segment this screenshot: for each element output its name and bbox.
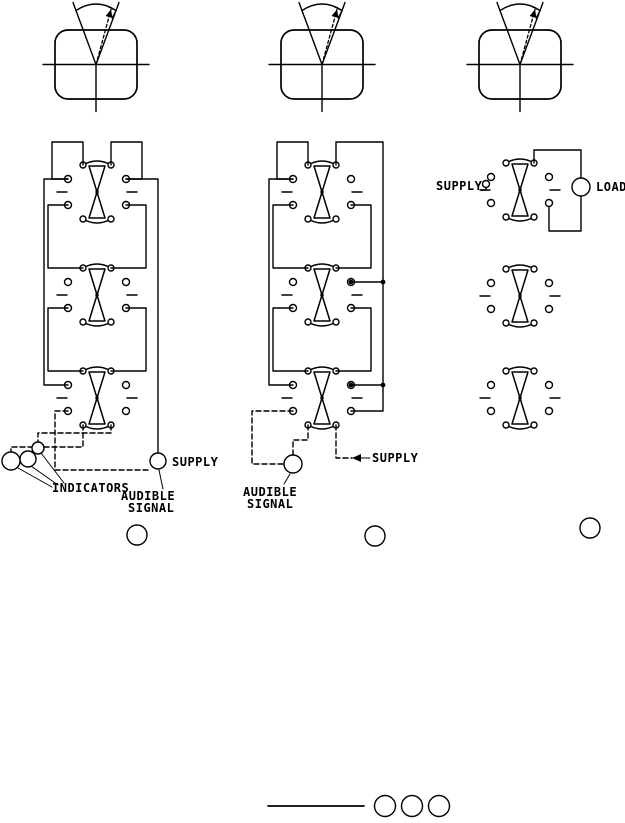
wire — [533, 149, 582, 179]
audible-signal-label-line2: SIGNAL — [247, 497, 293, 511]
indicator-lamp — [31, 441, 45, 455]
wire — [480, 186, 487, 191]
dashed-wire — [251, 410, 294, 465]
column-3: SUPPLY LOAD — [436, 1, 625, 539]
wire — [110, 204, 147, 269]
dashed-wire — [10, 424, 84, 453]
indicators-label: INDICATORS — [52, 481, 129, 495]
wire — [51, 141, 84, 180]
dashed-wire — [54, 410, 151, 471]
load-lamp — [571, 177, 591, 197]
wire — [110, 307, 147, 372]
rotary-switch-deck — [281, 263, 363, 327]
junction-dot — [380, 279, 386, 285]
column-2: SUPPLY AUDIBLE SIGNAL — [243, 1, 419, 547]
audible-signal-label-line2: SIGNAL — [128, 501, 174, 515]
wire — [47, 307, 84, 372]
supply-label: SUPPLY — [436, 179, 483, 193]
rotary-switch-deck — [479, 264, 561, 328]
dashed-supply-wire — [335, 424, 353, 459]
footer-graphic — [267, 794, 451, 818]
rotary-switch-deck — [56, 366, 138, 430]
wire — [272, 204, 309, 269]
indicator-lamp — [19, 450, 37, 468]
rotary-switch-deck — [281, 366, 363, 430]
footer-circle — [427, 794, 451, 818]
junction-dot — [348, 382, 354, 388]
wire — [272, 307, 309, 372]
leader-line — [283, 473, 291, 485]
rotary-switch-deck — [281, 160, 363, 224]
meter-symbol — [42, 1, 150, 113]
wire — [276, 141, 309, 180]
meter-symbol — [268, 1, 376, 113]
audible-signal-label-line1: AUDIBLE — [121, 489, 175, 503]
leader-line — [30, 465, 59, 486]
meter-symbol — [466, 1, 574, 113]
rotary-switch-deck — [479, 366, 561, 430]
supply-label: SUPPLY — [172, 455, 219, 469]
audible-signal-label-line1: AUDIBLE — [243, 485, 297, 499]
rotary-switch-deck — [479, 158, 561, 222]
supply-wire — [125, 178, 159, 454]
panel-lamp — [126, 524, 148, 546]
column-1: SUPPLY INDICATORS AUDIBLE SIGNAL — [1, 1, 219, 546]
wire — [335, 307, 372, 372]
rotary-switch-deck — [56, 160, 138, 224]
load-label: LOAD — [596, 180, 625, 194]
wire — [43, 178, 69, 386]
supply-arrowhead-icon — [352, 454, 361, 462]
indicator-lamp — [1, 451, 21, 471]
supply-label: SUPPLY — [372, 451, 419, 465]
audible-signal-lamp — [283, 454, 303, 474]
junction-dot — [380, 382, 386, 388]
audible-signal-lamp — [149, 452, 167, 470]
leader-line — [17, 467, 53, 488]
panel-lamp — [364, 525, 386, 547]
rotary-switch-deck — [56, 263, 138, 327]
leader-line — [158, 469, 164, 490]
wire — [110, 141, 143, 180]
dashed-wire — [37, 424, 112, 443]
junction-dot — [348, 279, 354, 285]
wire — [335, 204, 372, 269]
dashed-wire — [292, 424, 309, 456]
panel-lamp — [579, 517, 601, 539]
wire — [47, 204, 84, 269]
leader-line — [40, 452, 65, 484]
supply-terminal — [481, 179, 491, 189]
wire — [335, 141, 384, 412]
wire — [548, 195, 582, 232]
footer-circle — [400, 794, 424, 818]
footer-circle — [373, 794, 397, 818]
wire — [268, 178, 294, 386]
